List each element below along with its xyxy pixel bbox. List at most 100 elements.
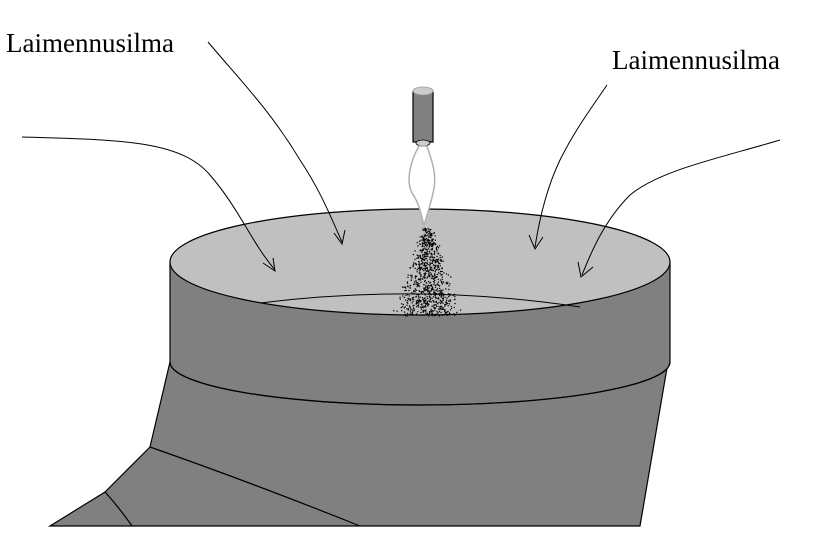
particle-dot — [446, 297, 448, 299]
particle-dot — [422, 314, 424, 316]
particle-dot — [409, 311, 412, 313]
particle-dot — [431, 245, 433, 247]
particle-dot — [431, 256, 433, 259]
particle-dot — [424, 262, 426, 264]
particle-dot — [438, 245, 441, 247]
particle-dot — [432, 264, 435, 266]
particle-dot — [426, 277, 428, 279]
particle-dot — [430, 268, 432, 270]
particle-dot — [419, 243, 421, 245]
particle-dot — [418, 278, 420, 281]
particle-dot — [431, 255, 433, 257]
particle-dot — [415, 264, 418, 266]
particle-dot — [426, 244, 428, 246]
particle-dot — [411, 313, 413, 315]
particle-dot — [423, 300, 425, 302]
particle-dot — [426, 301, 429, 304]
particle-dot — [414, 277, 417, 279]
particle-dot — [426, 232, 428, 234]
particle-dot — [425, 229, 427, 231]
particle-dot — [435, 247, 438, 250]
particle-dot — [441, 314, 444, 317]
particle-dot — [423, 298, 425, 300]
particle-dot — [424, 272, 426, 274]
particle-dot — [433, 256, 436, 259]
particle-dot — [424, 227, 426, 230]
particle-dot — [409, 307, 411, 309]
particle-dot — [440, 292, 443, 295]
particle-dot — [440, 270, 442, 273]
particle-dot — [412, 305, 414, 307]
particle-dot — [412, 264, 414, 267]
particle-dot — [414, 275, 417, 277]
particle-dot — [411, 292, 413, 294]
particle-dot — [419, 256, 421, 258]
particle-dot — [427, 255, 429, 257]
particle-dot — [421, 249, 423, 252]
particle-dot — [450, 305, 452, 308]
particle-dot — [428, 291, 431, 293]
particle-dot — [436, 258, 438, 261]
particle-dot — [431, 266, 433, 269]
particle-dot — [434, 275, 436, 277]
particle-dot — [416, 241, 418, 244]
particle-dot — [404, 306, 406, 308]
particle-dot — [399, 296, 401, 299]
particle-dot — [436, 250, 438, 252]
particle-dot — [439, 299, 442, 302]
particle-dot — [408, 289, 410, 292]
particle-dot — [407, 302, 409, 304]
particle-dot — [414, 283, 416, 285]
particle-dot — [439, 265, 442, 267]
particle-dot — [431, 275, 434, 277]
particle-dot — [434, 252, 436, 254]
particle-dot — [409, 284, 411, 287]
particle-dot — [401, 303, 403, 305]
particle-dot — [431, 259, 433, 261]
particle-dot — [442, 260, 444, 262]
particle-dot — [438, 306, 440, 308]
particle-dot — [432, 296, 435, 298]
particle-dot — [430, 253, 432, 255]
particle-dot — [416, 301, 418, 303]
particle-dot — [420, 275, 422, 278]
particle-dot — [429, 236, 432, 239]
particle-dot — [422, 229, 424, 232]
particle-dot — [425, 235, 427, 237]
particle-dot — [434, 290, 436, 292]
particle-dot — [452, 294, 454, 297]
particle-dot — [430, 233, 432, 235]
particle-dot — [426, 266, 428, 269]
particle-dot — [443, 308, 445, 311]
particle-dot — [445, 282, 447, 284]
particle-dot — [420, 263, 423, 265]
particle-dot — [440, 311, 442, 314]
particle-dot — [407, 309, 409, 311]
particle-dot — [426, 286, 429, 288]
particle-dot — [449, 293, 451, 295]
particle-dot — [433, 284, 435, 286]
particle-dot — [424, 274, 426, 277]
particle-dot — [432, 244, 434, 247]
particle-dot — [411, 297, 414, 299]
particle-dot — [423, 302, 425, 304]
probe-tube — [412, 91, 434, 143]
particle-dot — [437, 247, 440, 249]
particle-dot — [412, 311, 414, 313]
particle-dot — [412, 263, 415, 265]
particle-dot — [428, 303, 430, 306]
particle-dot — [435, 301, 438, 304]
particle-dot — [435, 284, 437, 286]
particle-dot — [418, 261, 420, 263]
particle-dot — [424, 301, 426, 303]
particle-dot — [407, 297, 409, 300]
particle-dot — [440, 259, 442, 261]
particle-dot — [402, 306, 404, 308]
particle-dot — [403, 296, 406, 299]
particle-dot — [434, 301, 436, 303]
arrowhead-left-outer — [262, 257, 276, 273]
particle-dot — [436, 288, 439, 290]
particle-dot — [441, 278, 443, 280]
particle-dot — [413, 308, 415, 310]
